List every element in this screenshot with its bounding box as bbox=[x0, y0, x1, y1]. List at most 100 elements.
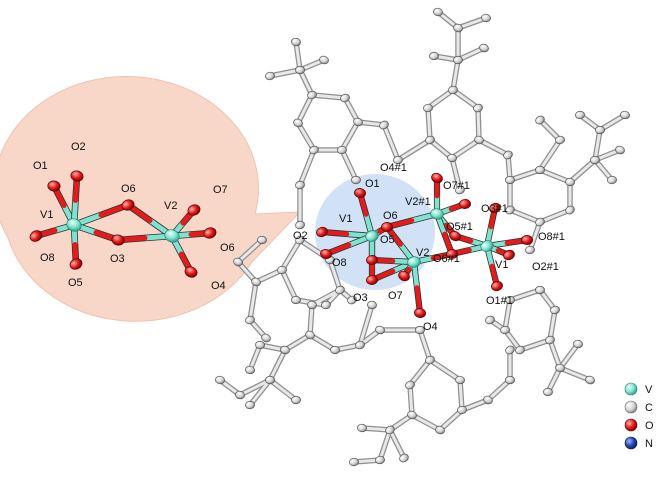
legend-label-c: C bbox=[645, 402, 653, 414]
carbon-atom-24 bbox=[379, 120, 389, 130]
inset-vanadium-v1 bbox=[66, 218, 82, 232]
carbon-atom-17 bbox=[307, 90, 317, 100]
inset-atoms bbox=[29, 170, 217, 278]
carbon-bond-hi-18 bbox=[296, 121, 316, 152]
carbon-atom-84 bbox=[251, 277, 261, 287]
inset-oxygen-o7 bbox=[187, 204, 201, 216]
label-v1: V1 bbox=[339, 213, 352, 225]
oxygen-atom-o8 bbox=[320, 248, 332, 260]
label-o1-1: O1#1 bbox=[486, 295, 513, 307]
label-o5-1: O5#1 bbox=[446, 221, 473, 233]
carbon-bond-hi-49 bbox=[558, 366, 592, 382]
carbon-bond-hi-77 bbox=[238, 378, 272, 397]
label-o1: O1 bbox=[365, 178, 380, 190]
carbon-bond-hi-79 bbox=[268, 378, 298, 402]
label-o3-1: O3#1 bbox=[481, 203, 508, 215]
carbon-bond-hi-78 bbox=[248, 378, 272, 407]
carbon-bond-hi-60 bbox=[378, 428, 392, 462]
legend-item-v: V bbox=[624, 382, 653, 396]
inset-label-o1: O1 bbox=[33, 160, 48, 172]
carbon-atom-72 bbox=[355, 340, 365, 350]
carbon-atom-41 bbox=[535, 285, 545, 295]
carbon-atom-13 bbox=[351, 175, 361, 185]
carbon-atom-90 bbox=[295, 220, 305, 230]
carbon-atom-69 bbox=[255, 340, 265, 350]
carbon-atom-34 bbox=[615, 145, 625, 155]
label-o2-1: O2#1 bbox=[532, 261, 559, 273]
label-o8: O8 bbox=[332, 257, 347, 269]
carbon-bond-hi-98 bbox=[358, 303, 374, 347]
carbon-bond-hi-53 bbox=[408, 358, 432, 387]
carbon-bond-hi-57 bbox=[458, 378, 464, 412]
carbon-atom-85 bbox=[245, 315, 255, 325]
inset-oxygen-o5 bbox=[69, 258, 83, 270]
carbon-bond-hi-41 bbox=[538, 118, 562, 142]
carbon-atom-25 bbox=[503, 150, 513, 160]
carbon-bond-hi-16 bbox=[310, 93, 347, 100]
carbon-bond-hi-6 bbox=[428, 138, 454, 160]
label-o3: O3 bbox=[353, 292, 368, 304]
carbon-bond-hi-1 bbox=[426, 106, 432, 142]
carbon-bond-hi-34 bbox=[568, 158, 597, 184]
carbon-atom-93 bbox=[485, 315, 495, 325]
carbon-atom-48 bbox=[543, 387, 553, 397]
carbon-atom-39 bbox=[535, 115, 545, 125]
carbon-atom-7 bbox=[453, 55, 463, 65]
carbon-bond-hi-13 bbox=[340, 148, 358, 182]
carbon-atom-87 bbox=[233, 257, 243, 267]
oxygen-atom-o1 bbox=[354, 188, 366, 198]
carbon-atom-73 bbox=[375, 325, 385, 335]
carbon-atom-12 bbox=[481, 13, 491, 23]
carbon-bond-hi-58 bbox=[428, 358, 462, 382]
carbon-atom-57 bbox=[385, 425, 395, 435]
carbon-atom-65 bbox=[335, 285, 345, 295]
legend-swatch-o bbox=[624, 418, 638, 432]
carbon-atom-19 bbox=[309, 145, 319, 155]
carbon-bond-hi-2 bbox=[426, 88, 455, 110]
carbon-atom-63 bbox=[505, 375, 515, 385]
inset-label-o7: O7 bbox=[213, 184, 228, 196]
carbon-bond-hi-45 bbox=[518, 338, 552, 352]
carbon-atom-62 bbox=[483, 395, 493, 405]
vanadium-atom-v21 bbox=[430, 208, 444, 220]
carbon-atom-30 bbox=[535, 217, 545, 227]
inset-oxygen-o3 bbox=[111, 234, 125, 246]
carbon-atom-1 bbox=[425, 135, 435, 145]
carbon-bond-hi-5 bbox=[450, 138, 481, 160]
carbon-bond-hi-95 bbox=[528, 220, 542, 252]
carbon-atom-22 bbox=[291, 37, 301, 47]
inset-label-v2: V2 bbox=[164, 200, 177, 212]
inset-oxygen-o4 bbox=[184, 266, 198, 278]
carbon-bond-hi-68 bbox=[308, 303, 314, 337]
element-legend: V C O N bbox=[624, 382, 654, 450]
oxygen-atom-o3 bbox=[366, 275, 378, 285]
inset-oxygen-o1 bbox=[47, 180, 61, 192]
carbon-bond-hi-29 bbox=[538, 168, 572, 184]
carbon-bond-hi-28 bbox=[508, 168, 542, 182]
carbon-atom-45 bbox=[500, 325, 510, 335]
legend-item-o: O bbox=[624, 418, 654, 432]
carbon-atom-92 bbox=[525, 245, 535, 255]
carbon-bond-hi-56 bbox=[438, 408, 464, 432]
legend-swatch-c bbox=[624, 400, 638, 414]
carbon-bond-hi-52 bbox=[418, 328, 432, 362]
vanadium-atom-v11 bbox=[480, 240, 494, 252]
carbon-bond-hi-42 bbox=[508, 288, 542, 302]
carbon-atom-8 bbox=[453, 23, 463, 33]
carbon-atom-64 bbox=[505, 345, 515, 355]
carbon-atom-33 bbox=[595, 125, 605, 135]
inset-label-o2: O2 bbox=[71, 141, 86, 153]
carbon-bond-hi-92 bbox=[298, 148, 316, 187]
carbon-atom-37 bbox=[620, 110, 630, 120]
carbon-atom-53 bbox=[407, 410, 417, 420]
carbon-bond-hi-21 bbox=[268, 68, 302, 78]
legend-swatch-v bbox=[624, 382, 638, 396]
carbon-atom-80 bbox=[277, 265, 287, 275]
inset-oxygen-o6 bbox=[121, 199, 135, 211]
carbon-atom-51 bbox=[425, 355, 435, 365]
carbon-atom-9 bbox=[429, 51, 439, 61]
carbon-atom-78 bbox=[215, 375, 225, 385]
carbon-bond-hi-94 bbox=[450, 156, 462, 192]
legend-item-c: C bbox=[624, 400, 653, 414]
carbon-atom-16 bbox=[340, 93, 350, 103]
